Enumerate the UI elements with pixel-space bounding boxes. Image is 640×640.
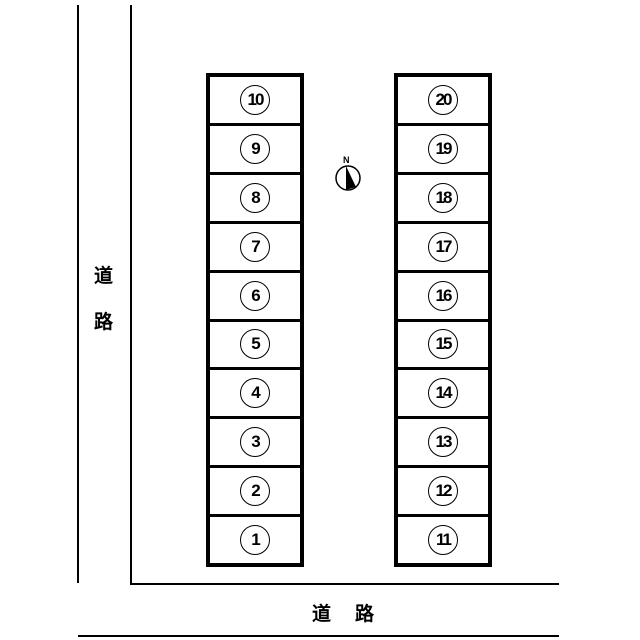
parking-space-10: 10	[210, 77, 300, 126]
parking-space-12: 12	[398, 468, 488, 518]
space-number: 9	[240, 133, 270, 164]
road-label-left-1: 道	[94, 265, 114, 287]
parking-column-left: 10 9 8 7 6 5 4 3 2 1	[206, 73, 304, 567]
space-number: 10	[240, 84, 270, 115]
space-number: 5	[240, 329, 270, 360]
road-label-left-2: 路	[94, 311, 114, 333]
compass-north-icon: N	[333, 154, 365, 192]
parking-space-8: 8	[210, 175, 300, 224]
space-number: 13	[428, 427, 458, 458]
parking-space-18: 18	[398, 175, 488, 224]
parking-space-1: 1	[210, 517, 300, 563]
parking-column-right: 20 19 18 17 16 15 14 13 12 11	[394, 73, 492, 567]
parking-space-17: 17	[398, 224, 488, 273]
parking-space-14: 14	[398, 370, 488, 420]
parking-space-13: 13	[398, 419, 488, 469]
space-number: 12	[428, 476, 458, 507]
space-number: 4	[240, 378, 270, 409]
parking-space-16: 16	[398, 273, 488, 322]
parking-space-4: 4	[210, 370, 300, 420]
space-number: 1	[240, 525, 270, 556]
parking-space-5: 5	[210, 322, 300, 371]
space-number: 8	[240, 182, 270, 213]
compass-label: N	[343, 155, 350, 165]
parking-space-7: 7	[210, 224, 300, 273]
space-number: 6	[240, 280, 270, 311]
space-number: 2	[240, 476, 270, 507]
space-number: 15	[428, 329, 458, 360]
space-number: 17	[428, 231, 458, 262]
space-number: 14	[428, 378, 458, 409]
parking-space-11: 11	[398, 517, 488, 563]
parking-space-20: 20	[398, 77, 488, 126]
parking-space-3: 3	[210, 419, 300, 469]
space-number: 16	[428, 280, 458, 311]
space-number: 7	[240, 231, 270, 262]
space-number: 18	[428, 182, 458, 213]
road-label-bottom-1: 道	[312, 603, 332, 625]
road-outer-bottom-line	[78, 635, 559, 637]
parking-space-2: 2	[210, 468, 300, 518]
space-number: 3	[240, 427, 270, 458]
parking-space-15: 15	[398, 322, 488, 371]
lot-left-boundary	[130, 5, 132, 584]
road-outer-left-line	[77, 5, 79, 583]
space-number: 20	[428, 84, 458, 115]
parking-space-19: 19	[398, 126, 488, 175]
parking-space-9: 9	[210, 126, 300, 175]
space-number: 19	[428, 133, 458, 164]
parking-space-6: 6	[210, 273, 300, 322]
lot-bottom-boundary	[130, 583, 559, 585]
road-label-bottom-2: 路	[355, 603, 375, 625]
space-number: 11	[428, 525, 458, 556]
